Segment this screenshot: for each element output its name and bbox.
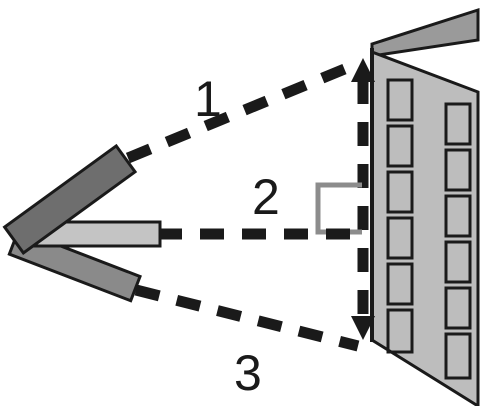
window: [444, 332, 472, 380]
window: [444, 240, 472, 284]
instrument: [2, 143, 162, 303]
label-beam-3: 3: [234, 345, 262, 401]
label-beam-1: 1: [194, 71, 222, 127]
window: [386, 262, 414, 306]
beam-3-line: [134, 284, 360, 352]
arrowhead-down-icon: [351, 316, 375, 340]
tube-top: [2, 143, 138, 256]
arrowhead-up-icon: [351, 58, 375, 82]
window: [386, 308, 414, 354]
building: [370, 7, 480, 406]
window-column-left: [386, 78, 414, 354]
window: [386, 216, 414, 260]
window: [386, 170, 414, 214]
window: [444, 286, 472, 330]
window: [386, 78, 414, 122]
window-column-right: [444, 102, 472, 380]
building-roof: [370, 7, 480, 58]
window: [444, 102, 472, 146]
window: [444, 194, 472, 238]
height-arrow: [351, 58, 375, 340]
label-beam-2: 2: [252, 169, 280, 225]
window: [444, 148, 472, 192]
right-angle-bracket: [315, 182, 362, 235]
window: [386, 124, 414, 168]
beam-1-line: [125, 60, 355, 164]
